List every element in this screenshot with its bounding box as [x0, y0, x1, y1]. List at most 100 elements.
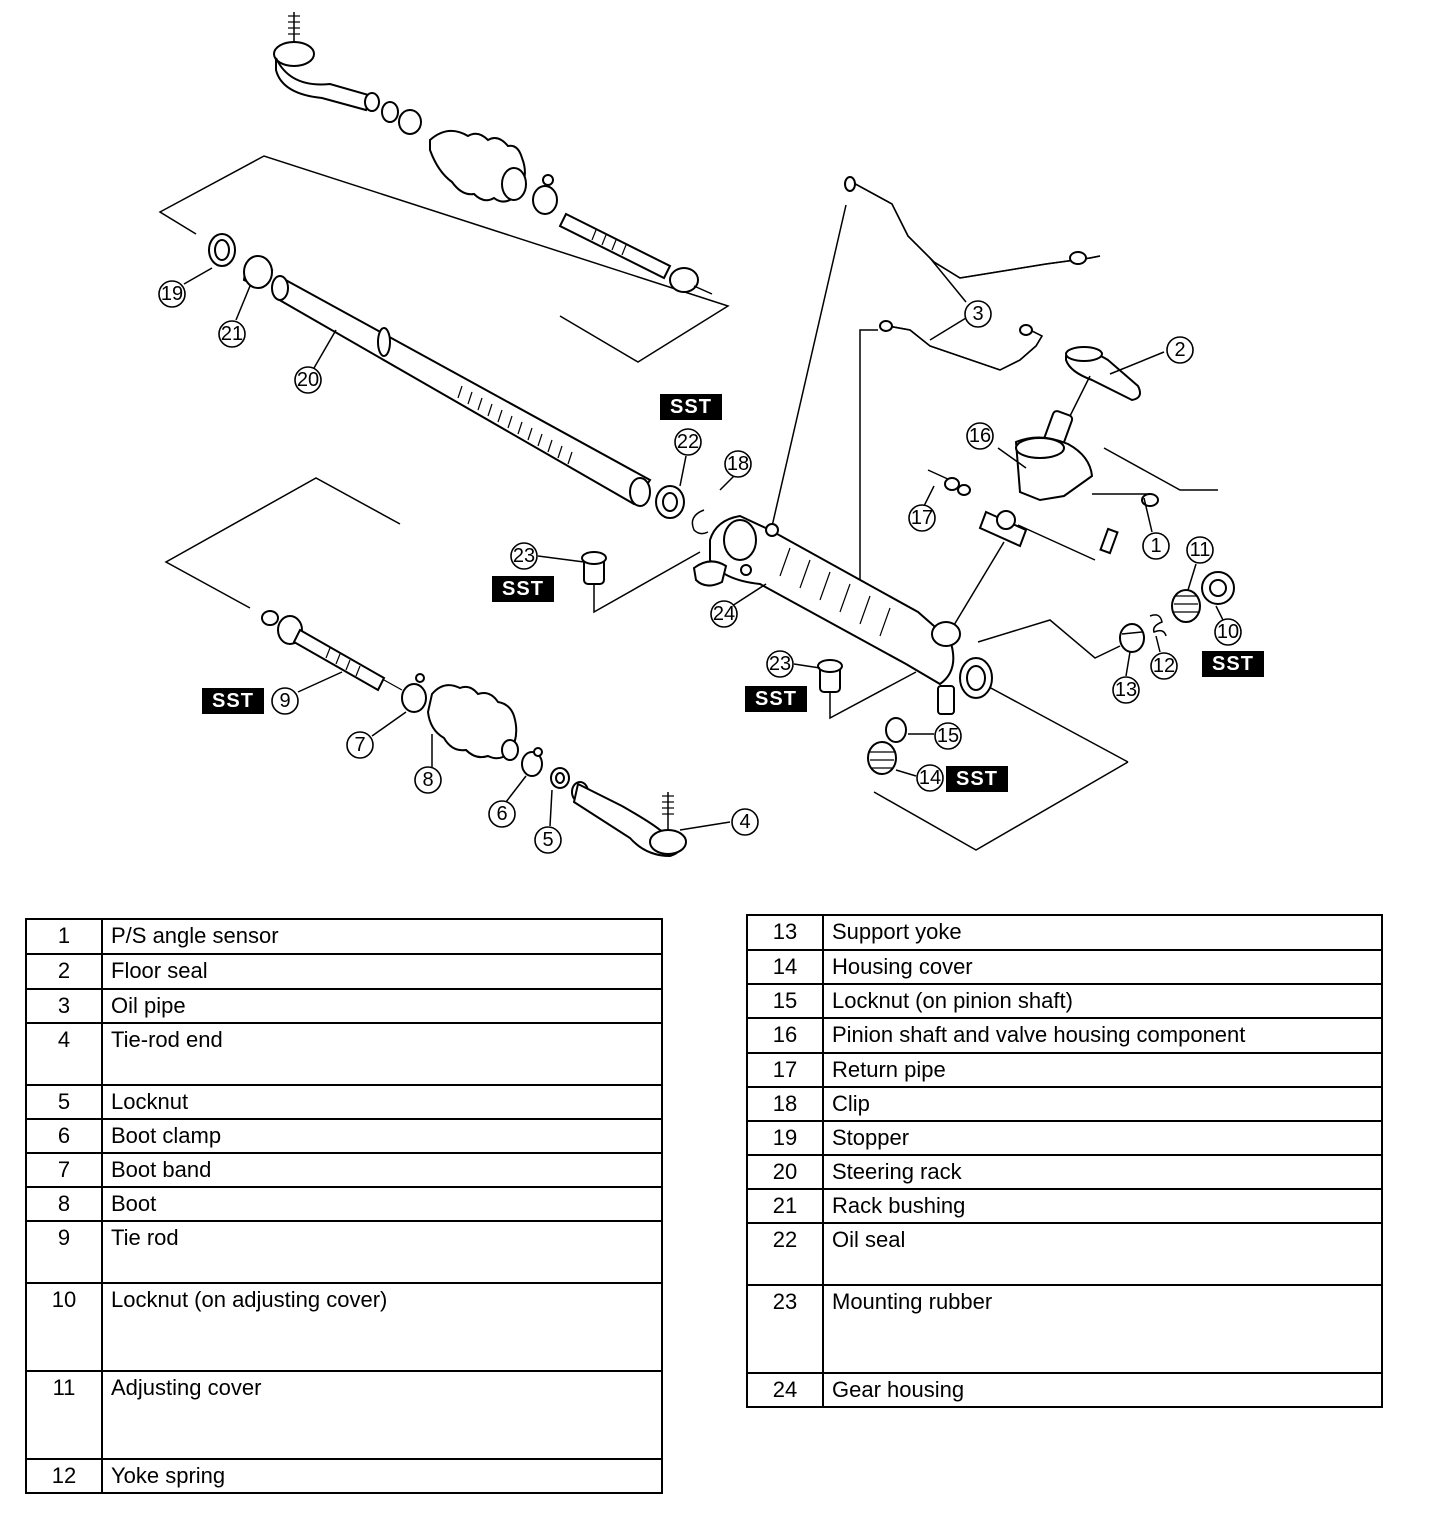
part-name: Support yoke: [822, 914, 1383, 951]
svg-text:SST: SST: [1212, 653, 1254, 675]
lower-boot-clamp: [521, 747, 543, 777]
upper-boot: [429, 129, 527, 203]
svg-text:SST: SST: [956, 768, 998, 790]
upper-locknut-and-clamp: [381, 101, 558, 215]
part-name: Clip: [822, 1086, 1383, 1122]
callout-23-upper: 23: [510, 542, 538, 570]
sst-tag-23-lower: SST: [745, 686, 807, 712]
stopper: [208, 233, 236, 267]
svg-text:2: 2: [1174, 339, 1185, 361]
part-number: 4: [25, 1022, 103, 1086]
part-name: Locknut (on pinion shaft): [822, 983, 1383, 1019]
callouts: 1 2 3 4 5 6 7 8 9 10 11 12 13 14 15 16 1…: [158, 280, 1242, 854]
callout-8: 8: [414, 766, 442, 794]
lower-boot: [426, 684, 519, 761]
lower-tie-rod-end: [571, 781, 687, 858]
callout-22: 22: [674, 428, 702, 456]
svg-text:23: 23: [513, 545, 535, 567]
bracket-lines: [158, 155, 1129, 851]
exploded-view-diagram: SST SST SST SST SST SST 1 2 3 4 5 6 7 8 …: [158, 12, 1264, 858]
part-number: 24: [746, 1372, 824, 1408]
part-name: Gear housing: [822, 1372, 1383, 1408]
part-number: 9: [25, 1220, 103, 1284]
svg-text:SST: SST: [502, 578, 544, 600]
oil-pipes: [844, 176, 1101, 371]
svg-text:22: 22: [677, 431, 699, 453]
sst-tag-10: SST: [1202, 651, 1264, 677]
upper-tie-rod-end: [273, 12, 380, 112]
part-name: Boot band: [101, 1152, 663, 1188]
svg-text:SST: SST: [212, 690, 254, 712]
part-name: Tie rod: [101, 1220, 663, 1284]
callout-17: 17: [908, 504, 936, 532]
locknut-adjusting: [1201, 571, 1235, 605]
callout-24: 24: [710, 600, 738, 628]
callout-21: 21: [218, 320, 246, 348]
clip: [691, 509, 709, 535]
part-name: Boot: [101, 1186, 663, 1222]
svg-text:20: 20: [297, 369, 319, 391]
part-number: 10: [25, 1282, 103, 1372]
steering-rack: [271, 275, 652, 507]
callout-20: 20: [294, 366, 322, 394]
part-name: Adjusting cover: [101, 1370, 663, 1460]
callout-7: 7: [346, 731, 374, 759]
svg-text:24: 24: [713, 603, 735, 625]
svg-text:16: 16: [969, 425, 991, 447]
callout-5: 5: [534, 826, 562, 854]
part-name: Housing cover: [822, 949, 1383, 985]
svg-text:18: 18: [727, 453, 749, 475]
svg-text:6: 6: [496, 803, 507, 825]
svg-text:7: 7: [354, 734, 365, 756]
part-name: Steering rack: [822, 1154, 1383, 1190]
mounting-rubber-upper: [581, 551, 607, 585]
callout-16: 16: [966, 422, 994, 450]
return-pipe-bolt: [927, 469, 971, 496]
sst-tag-23-upper: SST: [492, 576, 554, 602]
callout-9: 9: [271, 687, 299, 715]
part-number: 23: [746, 1284, 824, 1374]
part-number: 20: [746, 1154, 824, 1190]
part-name: Stopper: [822, 1120, 1383, 1156]
part-name: Boot clamp: [101, 1118, 663, 1154]
part-number: 15: [746, 983, 824, 1019]
callout-18: 18: [724, 450, 752, 478]
support-yoke: [1119, 623, 1145, 653]
part-number: 21: [746, 1188, 824, 1224]
part-number: 2: [25, 953, 103, 990]
lower-tie-rod: [261, 610, 403, 692]
adjusting-cover: [1171, 589, 1201, 623]
part-number: 18: [746, 1086, 824, 1122]
sst-tag-22: SST: [660, 394, 722, 420]
sst-tag-9: SST: [202, 688, 264, 714]
svg-text:4: 4: [739, 811, 750, 833]
part-number: 11: [25, 1370, 103, 1460]
part-number: 22: [746, 1222, 824, 1286]
svg-text:SST: SST: [755, 688, 797, 710]
callout-2: 2: [1166, 336, 1194, 364]
callout-23-lower: 23: [766, 650, 794, 678]
callout-12: 12: [1150, 652, 1178, 680]
upper-tie-rod: [558, 212, 713, 295]
part-number: 19: [746, 1120, 824, 1156]
callout-19: 19: [158, 280, 186, 308]
part-name: Oil pipe: [101, 988, 663, 1024]
pinion-valve-housing: [978, 375, 1218, 555]
part-name: Tie-rod end: [101, 1022, 663, 1086]
callout-11: 11: [1186, 536, 1214, 564]
part-number: 3: [25, 988, 103, 1024]
svg-text:13: 13: [1115, 679, 1137, 701]
callout-4: 4: [731, 808, 759, 836]
